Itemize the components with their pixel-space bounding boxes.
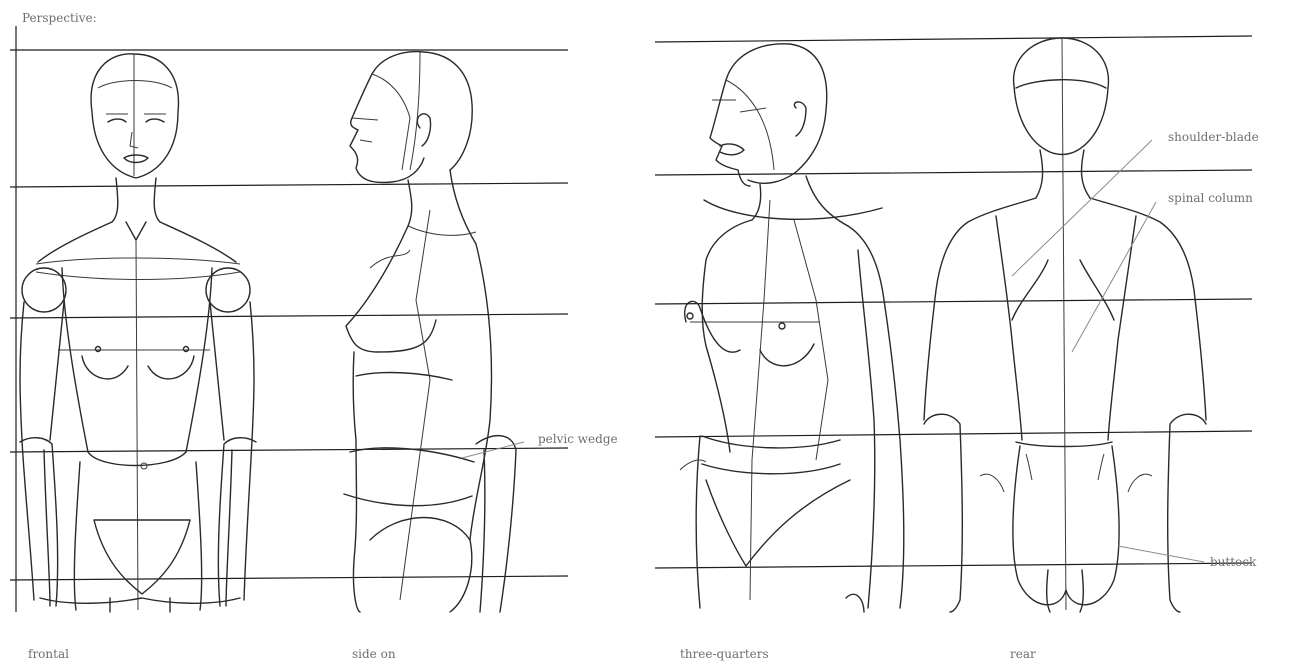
label-buttock: buttock (1210, 555, 1257, 569)
diagram-title: Perspective: (22, 11, 97, 25)
caption-rear: rear (1010, 647, 1036, 661)
buttock-leader (1118, 546, 1204, 562)
guide-line-chin-right (655, 170, 1252, 175)
label-pelvic-wedge: pelvic wedge (538, 432, 618, 446)
frontal-figure (20, 54, 256, 612)
rear-figure (924, 38, 1206, 612)
guide-line-crotch (10, 576, 568, 580)
spinal-column-leader (1072, 202, 1156, 352)
guide-line-head-top-right (655, 36, 1252, 42)
guide-line-chest-right (655, 299, 1252, 304)
guide-line-waist-right (655, 431, 1252, 437)
label-shoulder-blade: shoulder-blade (1168, 130, 1259, 144)
right-guide-lines (655, 36, 1252, 568)
caption-side-on: side on (352, 647, 396, 661)
caption-three-quarters: three-quarters (680, 647, 769, 661)
three-quarters-figure (680, 44, 904, 612)
caption-frontal: frontal (28, 647, 69, 661)
guide-line-chest (10, 314, 568, 318)
label-spinal-column: spinal column (1168, 191, 1253, 205)
guide-line-chin (10, 183, 568, 187)
side-figure (344, 52, 516, 612)
pelvic-wedge-leader (462, 442, 524, 458)
